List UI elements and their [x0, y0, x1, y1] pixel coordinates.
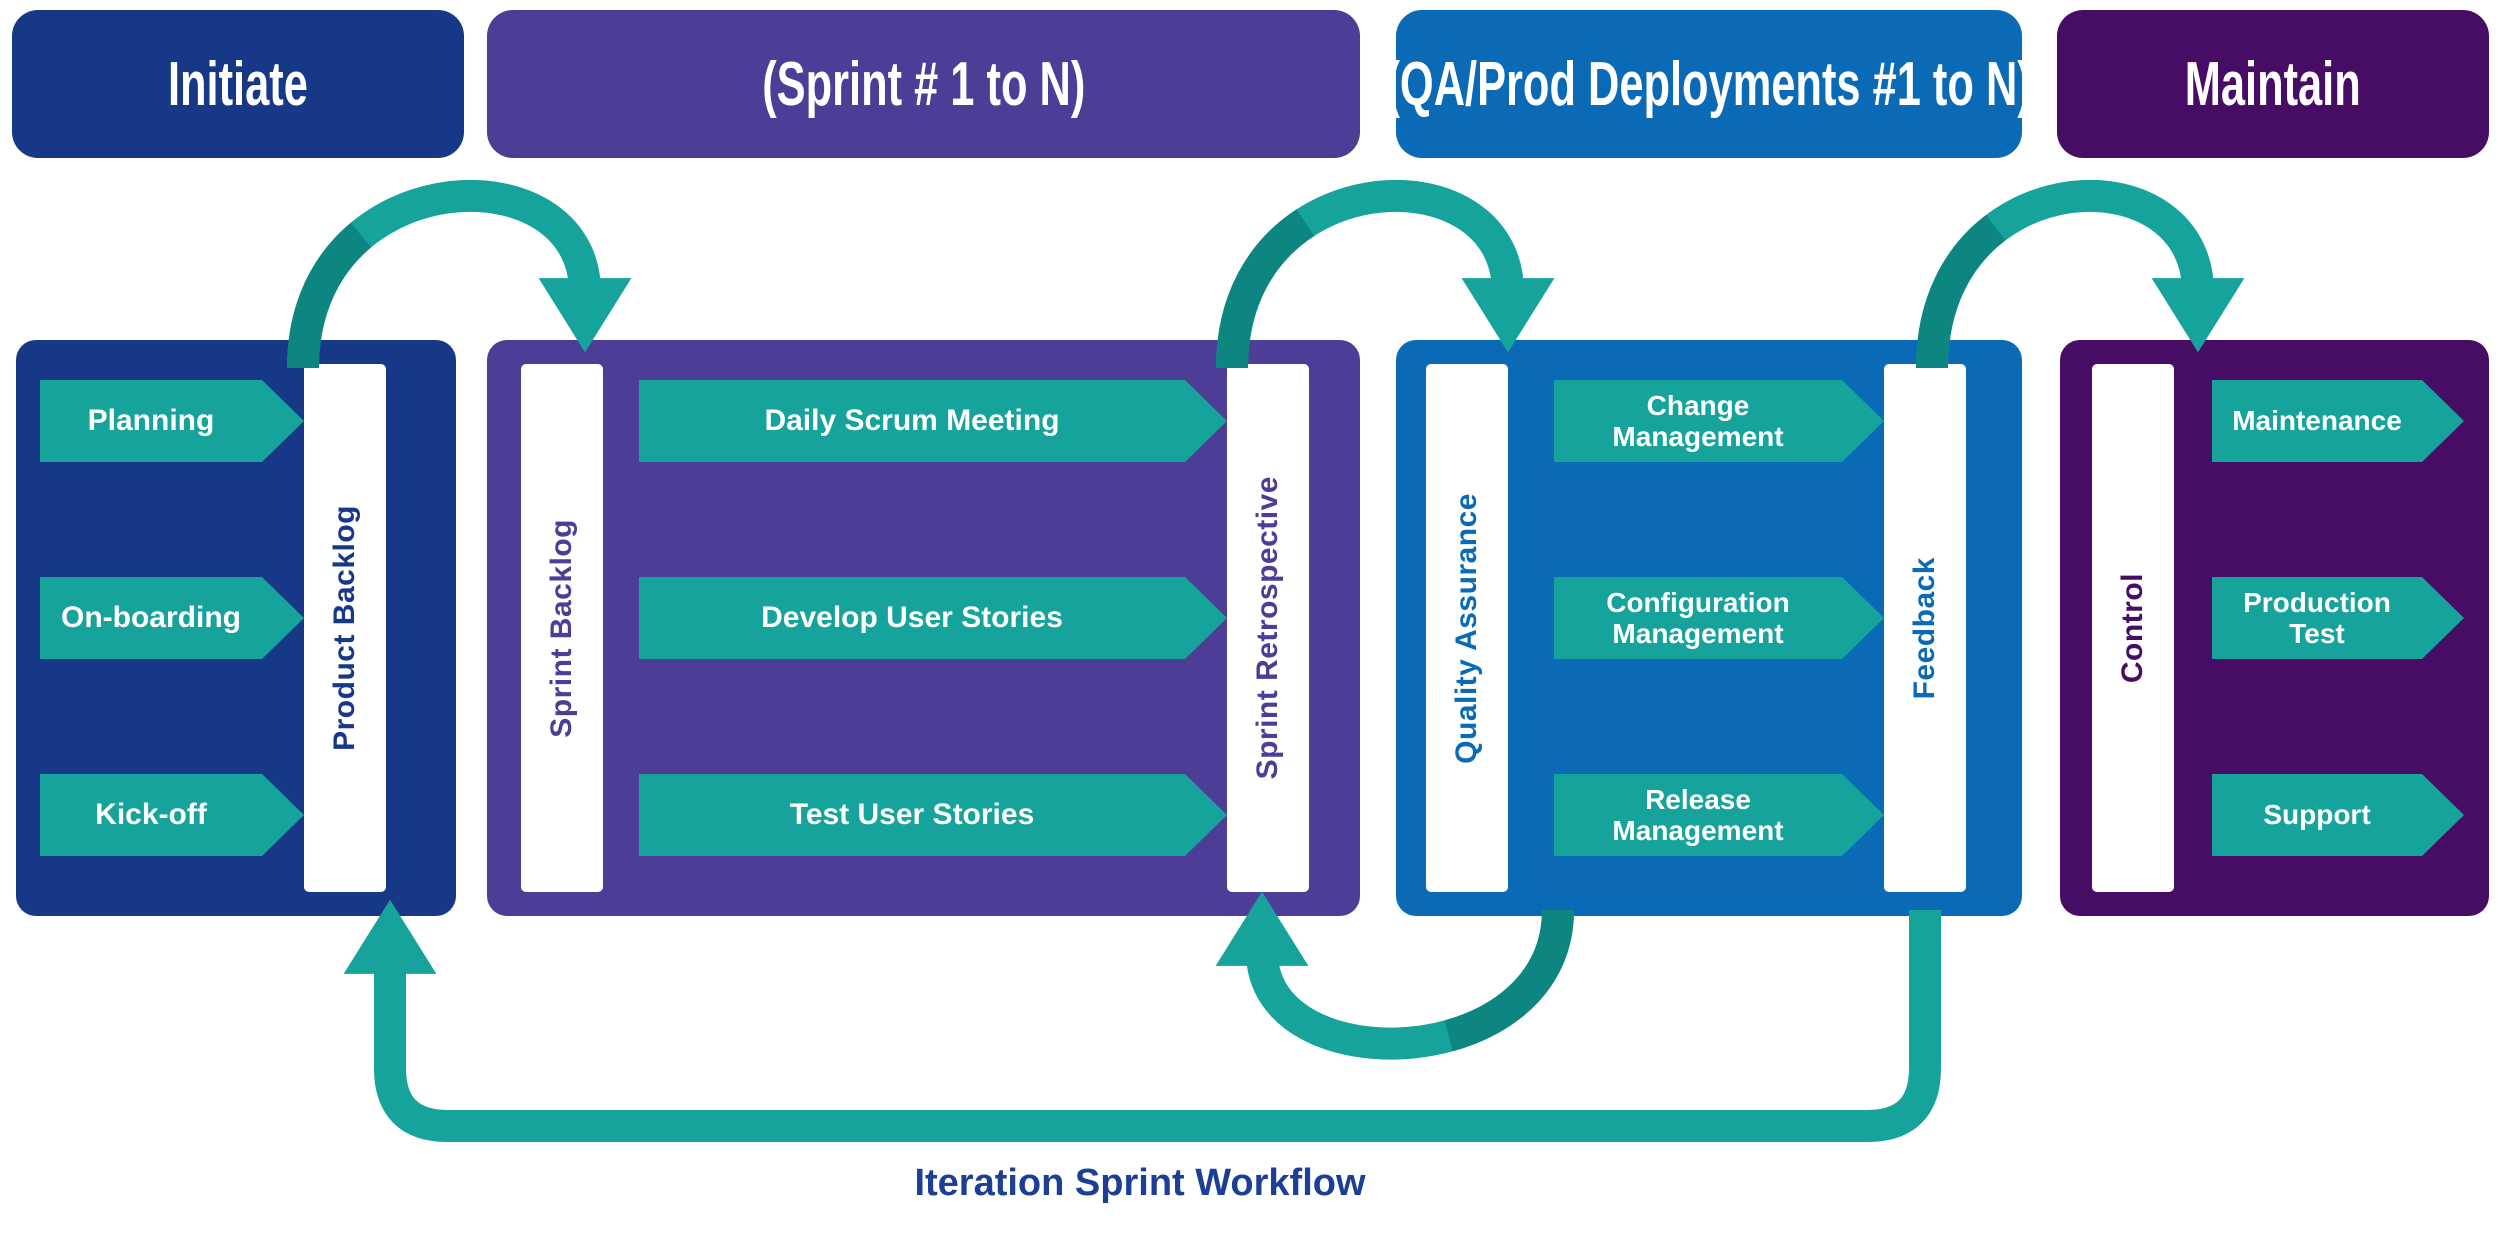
step-test-user-stories: Test User Stories	[639, 774, 1227, 856]
phase-header-qa-prod-deployments: (QA/Prod Deployments #1 to N)	[1386, 10, 2032, 158]
phase-header-sprint: (Sprint # 1 to N)	[487, 10, 1360, 158]
step-label: Release Management	[1612, 783, 1784, 846]
step-production-test: Production Test	[2212, 577, 2464, 659]
step-label: Kick-off	[95, 798, 207, 832]
vertical-bar-label: Product Backlog	[328, 505, 361, 751]
initiate-steps: Planning On-boarding Kick-off	[40, 340, 304, 916]
phase-header-maintain: Maintain	[2057, 10, 2489, 158]
step-label: Planning	[87, 404, 215, 438]
vertical-bar-label: Feedback	[1908, 556, 1941, 700]
vertical-bar-label: Sprint Retrospective	[1251, 476, 1284, 780]
step-planning: Planning	[40, 380, 304, 462]
step-label: Daily Scrum Meeting	[764, 404, 1060, 438]
step-label: Production Test	[2243, 586, 2391, 649]
qa-steps: Change Management Configuration Manageme…	[1554, 340, 1884, 916]
step-support: Support	[2212, 774, 2464, 856]
phase-header-label: (Sprint # 1 to N)	[761, 49, 1086, 119]
phase-header-label: (QA/Prod Deployments #1 to N)	[1385, 49, 2033, 119]
phase-header-initiate: Initiate	[12, 10, 464, 158]
step-release-management: Release Management	[1554, 774, 1884, 856]
step-label: On-boarding	[61, 601, 241, 635]
phase-header-label: Initiate	[168, 49, 308, 119]
step-label: Configuration Management	[1606, 586, 1790, 649]
step-label: Test User Stories	[789, 798, 1035, 832]
step-daily-scrum-meeting: Daily Scrum Meeting	[639, 380, 1227, 462]
phase-header-label: Maintain	[2184, 49, 2362, 119]
step-develop-user-stories: Develop User Stories	[639, 577, 1227, 659]
quality-assurance-bar: Quality Assurance	[1426, 364, 1508, 892]
phase-box-qa-prod: Quality Assurance Change Management Conf…	[1396, 340, 2022, 916]
sprint-backlog-bar: Sprint Backlog	[521, 364, 603, 892]
feedback-bar: Feedback	[1884, 364, 1966, 892]
step-change-management: Change Management	[1554, 380, 1884, 462]
step-kick-off: Kick-off	[40, 774, 304, 856]
control-bar: Control	[2092, 364, 2174, 892]
vertical-bar-label: Quality Assurance	[1450, 492, 1483, 764]
step-label: Maintenance	[2232, 405, 2402, 437]
vertical-bar-label: Control	[2116, 572, 2149, 684]
step-label: Change Management	[1612, 389, 1784, 452]
arc-qa-return-to-sprint-shadow	[1246, 909, 1574, 1060]
step-maintenance: Maintenance	[2212, 380, 2464, 462]
sprint-retrospective-bar: Sprint Retrospective	[1227, 364, 1309, 892]
diagram-caption: Iteration Sprint Workflow	[914, 1162, 1366, 1204]
phase-box-initiate: Planning On-boarding Kick-off Product Ba…	[16, 340, 456, 916]
phase-box-sprint: Sprint Backlog Daily Scrum Meeting Devel…	[487, 340, 1360, 916]
sprint-steps: Daily Scrum Meeting Develop User Stories…	[639, 340, 1227, 916]
vertical-bar-label: Sprint Backlog	[545, 518, 578, 738]
step-label: Develop User Stories	[761, 601, 1063, 635]
arc-qa-return-to-sprint	[1215, 891, 1574, 1060]
loop-feedback-to-initiate	[343, 899, 1941, 1142]
step-on-boarding: On-boarding	[40, 577, 304, 659]
product-backlog-bar: Product Backlog	[304, 364, 386, 892]
phase-box-maintain: Control Maintenance Production Test Supp…	[2060, 340, 2489, 916]
step-configuration-management: Configuration Management	[1554, 577, 1884, 659]
step-label: Support	[2263, 799, 2371, 831]
maintain-steps: Maintenance Production Test Support	[2212, 340, 2464, 916]
